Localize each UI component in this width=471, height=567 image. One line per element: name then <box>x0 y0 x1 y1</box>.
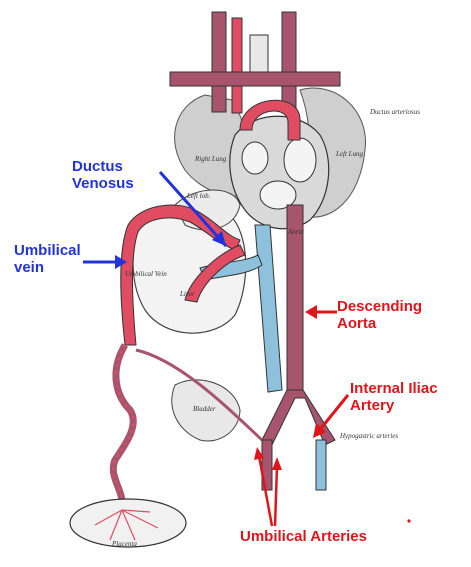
umbilical-cord <box>109 343 137 511</box>
umbilical-arteries-arrows <box>254 447 282 527</box>
label-descending-aorta-line2: Aorta <box>337 315 377 332</box>
femoral-left <box>261 439 273 491</box>
jugular <box>231 17 243 114</box>
internal-iliac-arrow <box>313 394 350 438</box>
placenta-vessels <box>94 509 159 541</box>
fine-print-hypogastric-arteries: Hypogastric arteries <box>340 432 399 440</box>
ductus-venosus-vessel <box>184 244 246 303</box>
heart-right-ventricle <box>259 180 297 210</box>
fine-print-bladder: Bladder <box>193 405 216 413</box>
fine-print-umbilical-vein: Umbilical Vein <box>125 270 167 278</box>
umbilical-vein-vessel <box>120 204 241 346</box>
umbilical-vein-arrow <box>83 255 127 269</box>
heart-left-ventricle <box>283 137 317 183</box>
fine-print-right-lung: Right Lung <box>195 155 227 163</box>
label-ductus-venosus-line1: Ductus <box>72 158 123 175</box>
label-descending-aorta: Descending Aorta <box>337 298 422 332</box>
label-internal-iliac-line1: Internal Iliac <box>350 380 438 397</box>
right-carotid <box>281 11 297 113</box>
fine-print-left-lobe: Left lob. <box>187 192 211 200</box>
heart <box>229 115 330 230</box>
label-internal-iliac-artery: Internal Iliac Artery <box>350 380 438 414</box>
heart-right-atrium <box>241 141 269 175</box>
inferior-vena-cava <box>254 224 283 393</box>
left-carotid <box>211 11 227 113</box>
fine-print-left-lung: Left Lung <box>336 150 364 158</box>
label-umbilical-vein-line2: vein <box>14 259 45 276</box>
descending-aorta-arrow <box>305 305 337 319</box>
label-internal-iliac-line2: Artery <box>350 397 395 414</box>
fine-print-liver: Liver <box>180 290 195 298</box>
umbilical-cord-twist <box>112 344 135 511</box>
femoral-right <box>315 439 327 491</box>
label-umbilical-vein: Umbilical vein <box>14 242 81 276</box>
umbilical-arteries-path <box>135 348 264 442</box>
fine-print-ductus-arteriosus: Ductus arteriosus <box>370 108 420 116</box>
label-ductus-venosus: Ductus Venosus <box>72 158 134 192</box>
label-ductus-venosus-line2: Venosus <box>72 175 134 192</box>
red-dot <box>407 519 411 523</box>
label-descending-aorta-line1: Descending <box>337 298 423 315</box>
aortic-arch <box>239 99 301 141</box>
bladder <box>171 379 241 442</box>
fine-print-placenta: Placenta <box>112 540 137 548</box>
label-umbilical-vein-line1: Umbilical <box>14 242 81 259</box>
ductus-venosus-arrow <box>158 171 228 247</box>
label-umbilical-arteries: Umbilical Arteries <box>240 528 367 545</box>
subclavian-vessels <box>169 71 341 87</box>
internal-iliac-arteries <box>261 389 336 446</box>
fine-print-aorta: Aorta <box>288 228 304 236</box>
